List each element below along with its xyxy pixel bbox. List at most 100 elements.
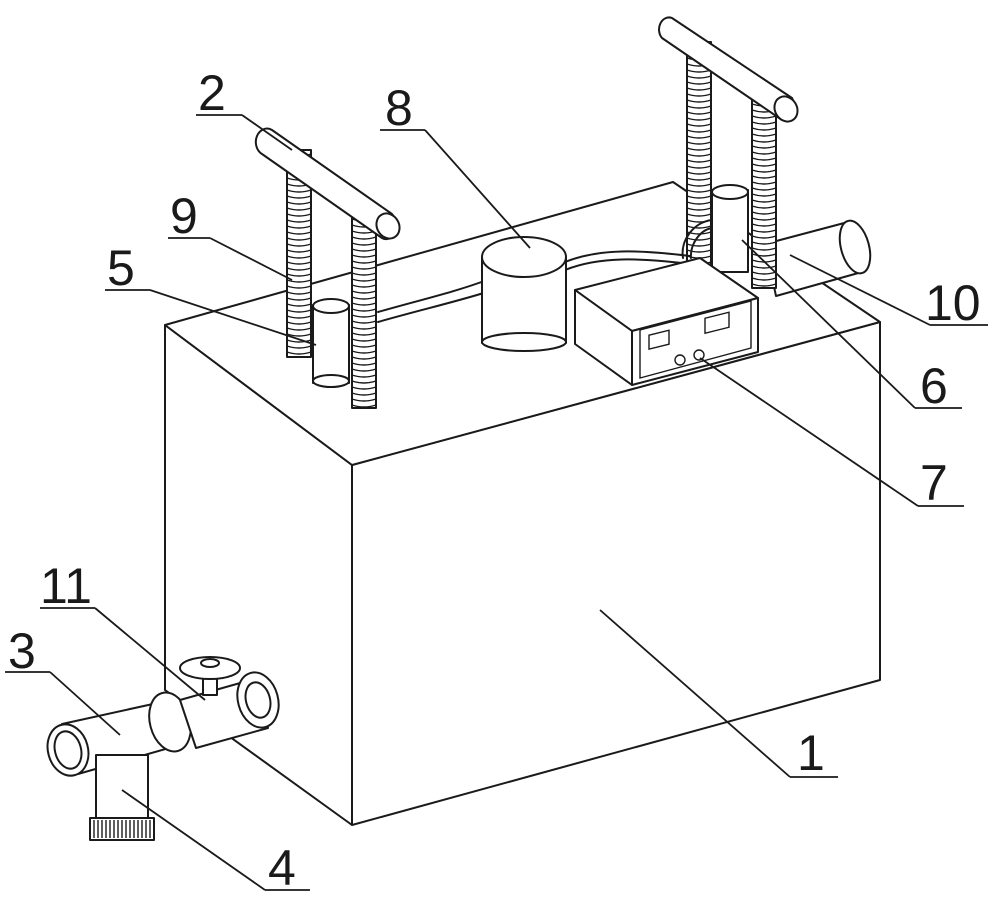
- coil-turn: [286, 291, 312, 295]
- leader-2: [241, 114, 293, 151]
- coil-turn: [351, 308, 377, 312]
- hoses: [377, 219, 713, 323]
- coil-turn: [686, 153, 712, 157]
- coil-turn: [751, 283, 777, 287]
- coil-turn: [286, 345, 312, 349]
- leader-7: [699, 357, 919, 507]
- coil-turn: [286, 303, 312, 307]
- handle-bar-left-end: [375, 212, 401, 240]
- coil-turn: [286, 243, 312, 247]
- hose-left-a: [377, 279, 488, 313]
- handle-bar-left: [254, 127, 397, 241]
- valve-handwheel-hub: [200, 658, 220, 668]
- label-1: 1: [797, 725, 825, 781]
- coil-turn: [351, 392, 377, 396]
- label-2: 2: [198, 65, 226, 121]
- coil-turn: [686, 99, 712, 103]
- coil-turn: [351, 260, 377, 264]
- coil-turn: [751, 217, 777, 221]
- label-11: 11: [40, 558, 92, 614]
- coil-turn: [351, 362, 377, 366]
- coil-turn: [286, 333, 312, 337]
- canister-5-bottom: [312, 374, 350, 388]
- coil-turn: [751, 205, 777, 209]
- knob-left: [674, 354, 686, 366]
- label-7: 7: [920, 455, 948, 511]
- coil-turn: [351, 344, 377, 348]
- pipe-4-cap-knurl: [93, 820, 151, 838]
- coil-turn: [751, 169, 777, 173]
- label-5: 5: [107, 240, 135, 296]
- hose-right-a: [564, 250, 691, 263]
- coil-turn: [286, 261, 312, 265]
- coil-turn: [286, 189, 312, 193]
- leader-11: [94, 607, 206, 701]
- coil-turn: [351, 368, 377, 372]
- leader-10: [789, 254, 931, 326]
- leader-5: [149, 289, 317, 346]
- coil-turn: [686, 237, 712, 241]
- coil-turn: [686, 81, 712, 85]
- coil-turn: [751, 115, 777, 119]
- coil-turn: [286, 225, 312, 229]
- coil-turn: [351, 302, 377, 306]
- coil-turn: [286, 327, 312, 331]
- coil-turn: [286, 237, 312, 241]
- valve-flange-bore: [244, 681, 272, 719]
- coil-turn: [286, 267, 312, 271]
- leader-8: [424, 129, 531, 249]
- handle-bar-right-end: [773, 95, 799, 123]
- coil-turn: [686, 171, 712, 175]
- coil-turn: [351, 296, 377, 300]
- canister-6: [711, 189, 749, 273]
- coil-turn: [286, 213, 312, 217]
- pipe-4-body: [95, 754, 149, 826]
- coil-turn: [286, 351, 312, 355]
- coil-turn: [686, 159, 712, 163]
- coil-turn: [286, 297, 312, 301]
- coil-turn: [751, 139, 777, 143]
- coil-turn: [751, 145, 777, 149]
- leader-4: [121, 789, 266, 891]
- coil-turn: [751, 223, 777, 227]
- label-8: 8: [385, 80, 413, 136]
- coil-turn: [751, 277, 777, 281]
- coil-turn: [286, 309, 312, 313]
- coil-turn: [351, 284, 377, 288]
- coil-turn: [351, 404, 377, 408]
- coil-turn: [686, 123, 712, 127]
- coil-turn: [751, 241, 777, 245]
- coil-turn: [751, 247, 777, 251]
- coil-turn: [286, 315, 312, 319]
- coil-turn: [351, 266, 377, 270]
- coil-turn: [351, 326, 377, 330]
- leader-3: [49, 671, 121, 736]
- leader-1: [599, 609, 791, 778]
- coil-turn: [751, 187, 777, 191]
- pump-top: [481, 236, 567, 278]
- coil-turn: [286, 321, 312, 325]
- coil-turn: [286, 255, 312, 259]
- coil-turn: [286, 201, 312, 205]
- coil-turn: [351, 278, 377, 282]
- coil-turn: [751, 199, 777, 203]
- coil-turn: [286, 285, 312, 289]
- coil-turn: [686, 243, 712, 247]
- coil-turn: [751, 151, 777, 155]
- canister-5: [312, 304, 350, 384]
- coil-turn: [351, 338, 377, 342]
- hose-right-c: [681, 219, 713, 259]
- coil-turn: [686, 87, 712, 91]
- part-labels: 1 2 3 4 5 6 7 8 9 10 11: [8, 65, 981, 896]
- pump-8: [481, 236, 567, 352]
- coil-turn: [351, 272, 377, 276]
- coil-turn: [751, 211, 777, 215]
- coil-turn: [286, 207, 312, 211]
- label-4: 4: [268, 840, 296, 896]
- pipe-3-bore: [53, 730, 83, 770]
- coil-turn: [351, 386, 377, 390]
- coil-turn: [286, 231, 312, 235]
- coil-turn: [686, 177, 712, 181]
- coil-turn: [351, 380, 377, 384]
